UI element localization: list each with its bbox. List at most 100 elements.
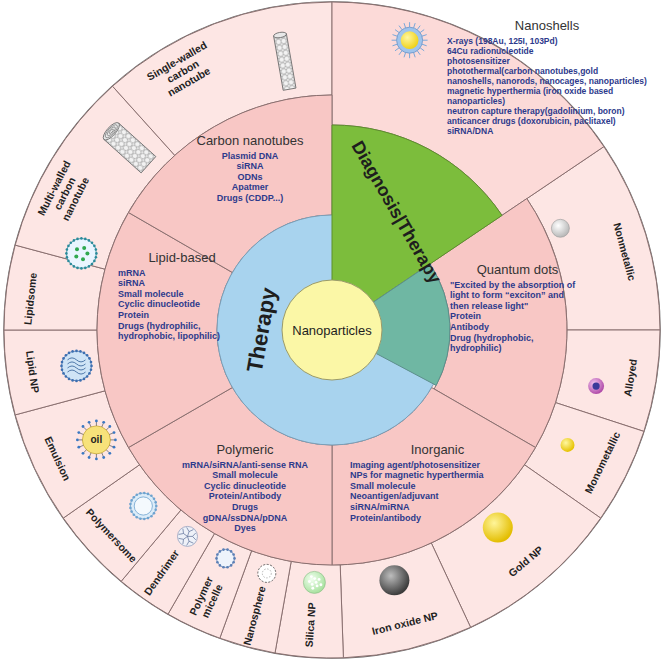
tube-wall [103, 123, 119, 140]
oil-label: oil [91, 434, 103, 445]
head-group [70, 242, 73, 245]
head-group [95, 252, 98, 255]
nanotube [101, 120, 156, 173]
head-group [88, 239, 91, 242]
surfactant-head [82, 452, 85, 455]
cargo [85, 251, 89, 255]
head-group [66, 256, 69, 259]
sector-box: Carbon nanotubesPlasmid DNAsiRNAODNsApat… [180, 133, 320, 204]
shell-spike [414, 53, 416, 58]
cargo-item: ODNs [180, 172, 320, 183]
cargo-item: Apatmer [180, 182, 320, 193]
surfactant-head [95, 420, 98, 423]
inner-membrane [134, 497, 152, 515]
head-group [133, 514, 136, 517]
head-group [93, 260, 96, 263]
sector-heading: Carbon nanotubes [180, 133, 320, 149]
vesicle [130, 493, 156, 519]
head-group [226, 566, 229, 569]
cargo-item: "Excited by the absorption of light to f… [450, 280, 585, 312]
head-group [76, 238, 79, 241]
head-group [215, 557, 218, 560]
cargo [75, 247, 79, 251]
cargo-item: Cyclic dinucleotide [118, 299, 246, 310]
cargo-item: magnetic hyperthermia (iron oxide based … [447, 86, 647, 106]
surfactant-head [102, 456, 105, 459]
head-group [219, 550, 222, 553]
surfactant-tail [106, 427, 109, 430]
head-group [62, 357, 65, 360]
branch [188, 536, 193, 537]
sector-box: PolymericmRNA/siRNA/anti-sense RNASmall … [170, 442, 320, 534]
surfactant-tail [84, 450, 87, 453]
outer-segment [4, 330, 105, 415]
center-text: Nanoparticles [283, 323, 381, 338]
rna-strand [68, 362, 86, 366]
head-group [88, 357, 91, 360]
head-group [129, 507, 132, 510]
head-group [84, 267, 87, 270]
cargo-item: Protein [118, 310, 246, 321]
shell-spike [417, 26, 420, 30]
branch [187, 541, 189, 545]
head-group [75, 380, 78, 383]
ball-icon [588, 378, 604, 394]
head-group [143, 518, 146, 521]
head-group [91, 242, 94, 245]
pore [318, 578, 321, 581]
surfactant-tail [96, 454, 97, 458]
surfactant-head [77, 431, 80, 434]
head-group [139, 517, 142, 520]
surfactant-tail [90, 423, 92, 427]
tube-wall [106, 126, 117, 137]
surfactant-tail [109, 445, 113, 447]
head-group [153, 497, 156, 500]
shell-spike [420, 48, 424, 51]
surfactant-head [82, 425, 85, 428]
sector-box: InorganicImaging agent/photosensitizerNP… [350, 442, 525, 523]
head-group [90, 361, 93, 364]
branch [187, 527, 189, 531]
pore [316, 584, 319, 587]
cargo-item: Plasmid DNA [180, 151, 320, 162]
surfactant-tail [102, 453, 104, 457]
branch [184, 534, 188, 537]
cargo-item: siRNA/miRNA [350, 502, 525, 513]
shell-spike [404, 53, 406, 58]
cargo-item: Drugs [170, 502, 320, 513]
surfactant-head [88, 456, 91, 459]
ball-icon [379, 565, 409, 595]
head-group [71, 379, 74, 382]
center-circle [282, 280, 382, 380]
head-group [90, 365, 93, 368]
cargo-item: Small molecule [170, 470, 320, 481]
cargo-item: 64Cu radionucleotide [447, 46, 647, 56]
surfactant-head [108, 425, 111, 428]
head-group [230, 550, 233, 553]
sector-heading: Inorganic [350, 442, 525, 458]
shell-spike [417, 51, 420, 55]
pore [319, 583, 322, 586]
sphere [551, 219, 569, 237]
surfactant-tail [106, 450, 109, 453]
cargo-item: anticancer drugs (doxorubicin, paclitaxe… [447, 116, 647, 126]
shell-spike [420, 30, 424, 33]
tube-icon [273, 31, 296, 90]
ball-icon [483, 513, 513, 543]
head-group [67, 245, 70, 248]
branch [193, 536, 196, 540]
shell-spike [409, 53, 410, 58]
head-group [154, 509, 157, 512]
vesicle [217, 549, 235, 567]
surfactant-head [108, 452, 111, 455]
head-group [86, 375, 89, 378]
surfactant-tail [90, 453, 92, 457]
nsph-icon [258, 564, 276, 582]
shell-spike [395, 30, 399, 33]
head-group [79, 350, 82, 353]
shell-spike [399, 26, 402, 30]
cargo [82, 246, 86, 250]
cargo-item: siRNA/DNA [447, 126, 647, 136]
cargo-item: Dyes [170, 523, 320, 534]
shell-spike [399, 51, 402, 55]
